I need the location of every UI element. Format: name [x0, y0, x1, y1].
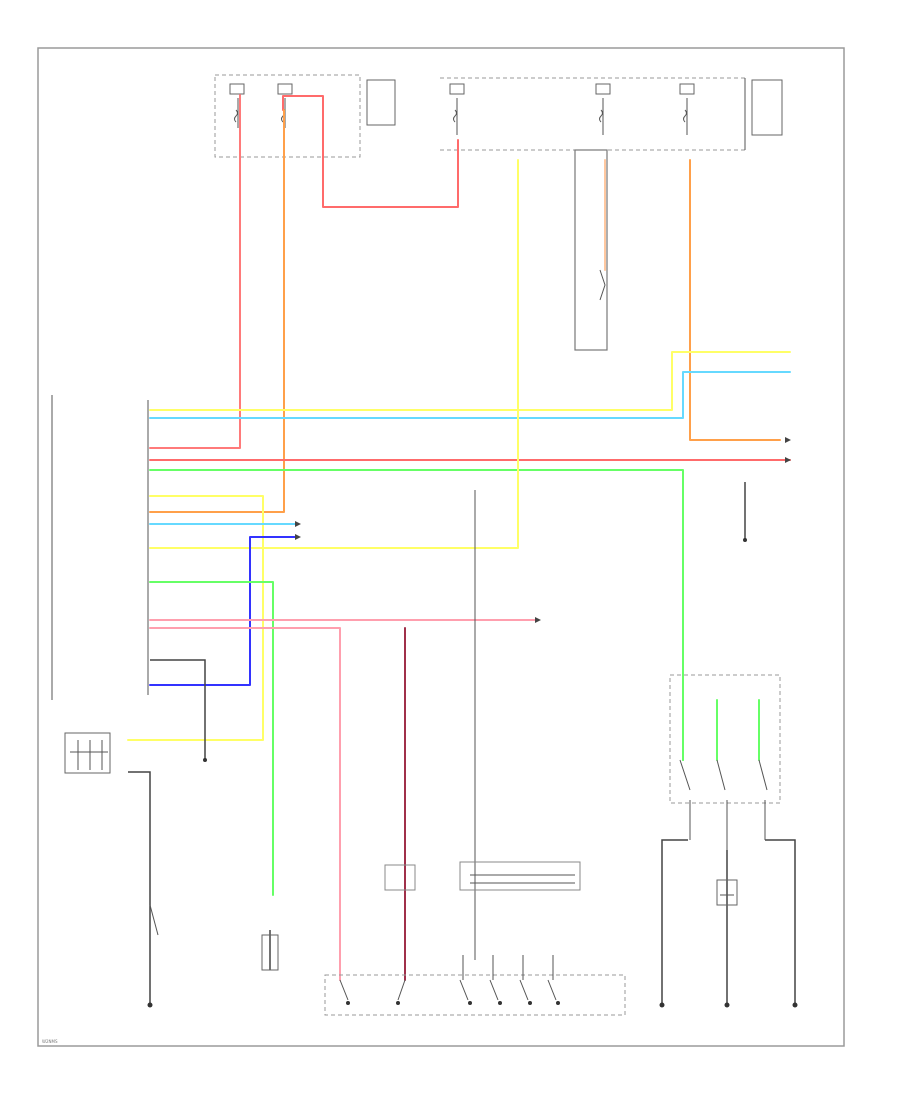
wire-orange-1 [149, 109, 285, 513]
wire-green-1 [149, 469, 684, 761]
dashboard-fuse-box [440, 77, 783, 151]
wire-cyan-1 [149, 371, 791, 419]
bottom-switch-row [324, 955, 626, 1016]
wire-green-2 [149, 581, 274, 896]
wire-ground-left [128, 771, 151, 1005]
left-switch-box [64, 732, 111, 774]
wire-pink-2 [149, 627, 341, 981]
wire-red-1 [149, 94, 241, 449]
connector-arrows [295, 437, 791, 623]
connector-mid-right [459, 861, 581, 891]
right-switch-block [669, 674, 781, 850]
connector-mid-left [384, 864, 416, 891]
wire-green-3 [682, 699, 760, 761]
wire-yellow-1 [149, 351, 791, 411]
underhood-fuse-box [214, 74, 396, 158]
relay-bottom-right [716, 879, 738, 906]
left-bottom-device [149, 904, 279, 971]
wire-yellow-3 [127, 495, 264, 741]
wire-ground-br1 [661, 839, 688, 1005]
wire-yellow-2 [149, 159, 519, 549]
wire-red-2 [282, 95, 459, 208]
wire-ground-br3 [765, 839, 796, 1005]
right-connector-block [574, 149, 608, 351]
wire-orange-2 [689, 159, 781, 441]
wire-blue [149, 536, 296, 686]
switch-right-upper [599, 269, 606, 301]
page-code: W2NMS [42, 1039, 58, 1044]
ecu-connector [51, 395, 149, 700]
diagram-frame [37, 47, 845, 1047]
ground-symbols [147, 538, 798, 1008]
wire-ground-ecu [150, 659, 206, 760]
